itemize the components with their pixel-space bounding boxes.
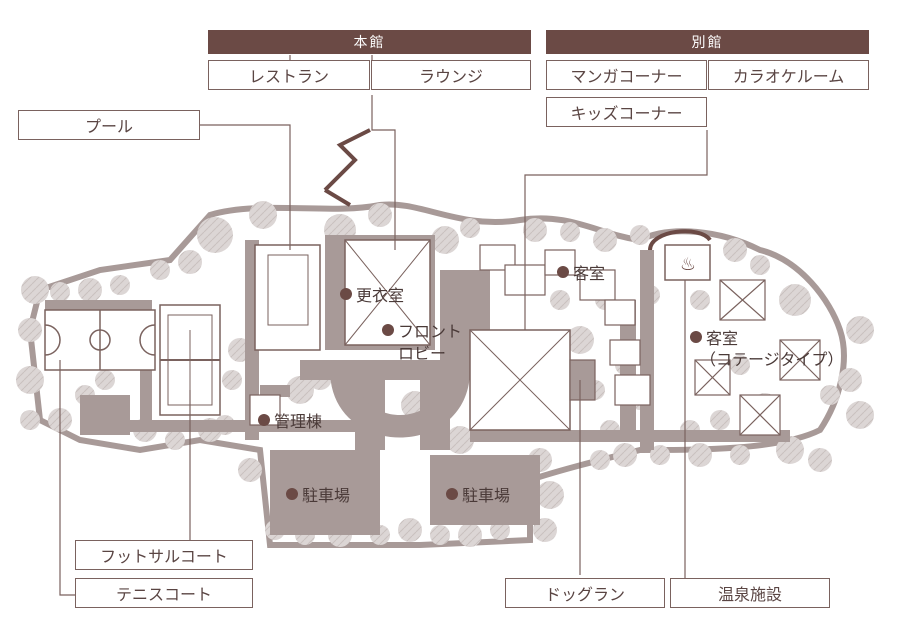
changing-room-label: 更衣室 — [340, 282, 404, 306]
guest-room-text: 客室 — [573, 264, 606, 283]
onsen-building: ♨ — [648, 229, 712, 281]
manga-corner-box: マンガコーナー — [546, 60, 707, 90]
pool — [254, 244, 321, 351]
tennis-court-box: テニスコート — [75, 578, 253, 608]
marker-dot — [286, 488, 298, 500]
futsal-court — [44, 309, 156, 371]
front-text: フロント — [398, 322, 463, 341]
cottages — [694, 279, 821, 436]
cottage-type-label: （コテージタイプ） — [700, 350, 844, 369]
parking-1-text: 駐車場 — [302, 486, 351, 505]
marker-dot — [557, 266, 569, 278]
changing-room-text: 更衣室 — [356, 286, 405, 305]
hot-spring-icon: ♨ — [680, 254, 696, 275]
kids-corner-box: キッズコーナー — [546, 97, 707, 127]
leader-lines — [59, 55, 708, 596]
marker-dot — [382, 324, 394, 336]
karaoke-room-box: カラオケルーム — [708, 60, 869, 90]
onsen-box: 温泉施設 — [670, 578, 830, 608]
pool-box: プール — [18, 110, 200, 140]
admin-building-label: 管理棟 — [258, 408, 322, 432]
main-building-header: 本館 — [208, 30, 531, 54]
lobby-label: ロビー — [398, 344, 447, 363]
water-slide — [323, 128, 371, 207]
guest-room-label: 客室 — [557, 260, 605, 284]
admin-building-text: 管理棟 — [274, 412, 323, 431]
parking-2-text: 駐車場 — [462, 486, 511, 505]
dog-run-box: ドッグラン — [505, 578, 665, 608]
marker-dot — [258, 414, 270, 426]
building-small — [80, 395, 130, 435]
guest-room-cottage-label: 客室 — [690, 325, 738, 349]
futsal-court-box: フットサルコート — [75, 540, 253, 570]
marker-dot — [690, 331, 702, 343]
restaurant-box: レストラン — [208, 60, 370, 90]
annex-header: 別館 — [546, 30, 869, 54]
marker-dot — [340, 288, 352, 300]
lounge-box: ラウンジ — [371, 60, 531, 90]
marker-dot — [446, 488, 458, 500]
parking-2-label: 駐車場 — [446, 482, 510, 506]
front-label: フロント — [382, 318, 462, 342]
parking-1-label: 駐車場 — [286, 482, 350, 506]
guest-room-cottage-text: 客室 — [706, 329, 739, 348]
